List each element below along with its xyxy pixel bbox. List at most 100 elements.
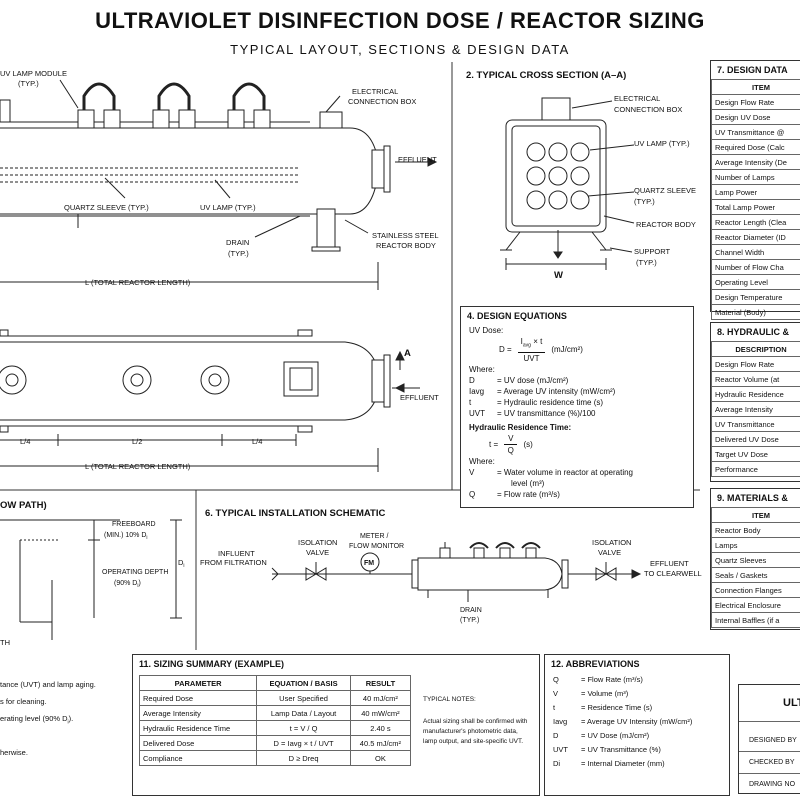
sizing-cell: Lamp Data / Layout xyxy=(256,705,351,721)
dd-cell: UV Transmittance @ xyxy=(711,124,800,140)
mt-row: Quartz Sleeves xyxy=(711,552,800,568)
plan-l4-left: L/4 xyxy=(20,437,30,446)
lamp-module-label: UV LAMP MODULE xyxy=(0,69,67,78)
iso-valve-2a: ISOLATION xyxy=(592,538,631,547)
mt-row: Connection Flanges xyxy=(711,582,800,598)
mt-cell: Electrical Enclosure xyxy=(711,597,800,613)
definition-row: UVT= UV transmittance (%)/100 xyxy=(469,408,685,419)
dd-cell: Required Dose (Calc xyxy=(711,139,800,155)
fm-icon: FM xyxy=(364,560,374,567)
sizing-cell: D = Iavg × t / UVT xyxy=(256,735,351,751)
sizing-cell: OK xyxy=(349,750,412,766)
definition-text: = UV Transmittance (%) xyxy=(581,745,661,754)
where2-label: Where: xyxy=(469,456,495,466)
cs-quartz-1: QUARTZ SLEEVE xyxy=(634,186,696,195)
abbreviations-box: 12. ABBREVIATIONS Q= Flow Rate (m³/s)V= … xyxy=(544,654,730,796)
cs-electrical-1: ELECTRICAL xyxy=(614,94,660,103)
dd-row: UV Transmittance @ xyxy=(711,124,800,140)
mt-row: Reactor Body xyxy=(711,522,800,538)
sizing-cell: D ≥ Dreq xyxy=(256,750,351,766)
definition-text: = Internal Diameter (mm) xyxy=(581,759,665,768)
sizing-cell: 2.40 s xyxy=(349,720,412,736)
sizing-cell: User Specified xyxy=(256,690,351,706)
hy-cell: Delivered UV Dose xyxy=(711,431,800,447)
checked-by: CHECKED BY xyxy=(749,759,795,766)
dose-equation: D = Iavg × t UVT (mJ/cm²) xyxy=(499,337,583,363)
sizing-note-1: Actual sizing shall be confirmed with xyxy=(423,718,528,725)
dd-cell: Number of Lamps xyxy=(711,169,800,185)
plan-l4-right: L/4 xyxy=(252,437,262,446)
effluent-out-2: TO CLEARWELL xyxy=(644,569,702,578)
cs-reactor-body: REACTOR BODY xyxy=(636,220,696,229)
hrt-heading: Hydraulic Residence Time: xyxy=(469,422,572,432)
definition-row: Iavg= Average UV intensity (mW/cm²) xyxy=(469,386,685,397)
electrical-box-label-2: CONNECTION BOX xyxy=(348,97,416,106)
where-label: Where: xyxy=(469,364,495,374)
note-2: s for cleaning. xyxy=(0,697,47,706)
freeboard-1: FREEBOARD xyxy=(112,521,156,528)
operating-2: (90% Di) xyxy=(114,580,141,589)
hy-cell: UV Transmittance xyxy=(711,416,800,432)
definition-row: D= UV dose (mJ/cm²) xyxy=(469,375,685,386)
definition-symbol: t xyxy=(469,397,472,407)
hrt-equation: t = V Q (s) xyxy=(489,433,533,455)
sizing-cell: Hydraulic Residence Time xyxy=(138,720,258,736)
mt-cell: Seals / Gaskets xyxy=(711,567,800,583)
section-mark: A xyxy=(404,348,411,359)
design-equations-box: 4. DESIGN EQUATIONS UV Dose: D = Iavg × … xyxy=(460,306,694,508)
hydraulic-box: 8. HYDRAULIC & DESCRIPTION Design Flow R… xyxy=(710,322,800,482)
flow-path-heading: OW PATH) xyxy=(0,500,47,511)
definition-text: level (m³) xyxy=(511,478,545,488)
definition-symbol: t xyxy=(553,703,556,712)
definition-text: = Hydraulic residence time (s) xyxy=(497,397,604,407)
operating-1: OPERATING DEPTH xyxy=(102,569,168,576)
definition-symbol: V xyxy=(469,467,475,477)
hy-row: Hydraulic Residence xyxy=(711,386,800,402)
reactor-body-label: REACTOR BODY xyxy=(376,241,436,250)
iso-valve-2b: VALVE xyxy=(598,548,621,557)
mt-row: Lamps xyxy=(711,537,800,553)
meter-2: FLOW MONITOR xyxy=(349,543,404,550)
di-label: Di xyxy=(178,558,185,569)
dd-cell: Total Lamp Power xyxy=(711,199,800,215)
page-title: ULTRAVIOLET DISINFECTION DOSE / REACTOR … xyxy=(95,8,705,33)
electrical-box-label: ELECTRICAL xyxy=(352,87,398,96)
abbreviations-list: Q= Flow Rate (m³/s)V= Volume (m³)t= Resi… xyxy=(545,673,729,771)
hy-cell: Average Intensity xyxy=(711,401,800,417)
hy-cell: Hydraulic Residence xyxy=(711,386,800,402)
definition-text: = Flow Rate (m³/s) xyxy=(581,675,643,684)
hy-row: Delivered UV Dose xyxy=(711,431,800,447)
definition-row: Iavg= Average UV Intensity (mW/cm²) xyxy=(553,715,721,729)
uv-dose-label: UV Dose: xyxy=(469,326,504,335)
materials-col: ITEM xyxy=(711,507,800,523)
definition-symbol: Q xyxy=(469,489,476,499)
freeboard-2: (MIN.) 10% Di xyxy=(104,532,148,541)
dd-cell: Average Intensity (De xyxy=(711,154,800,170)
definition-row: level (m³) xyxy=(469,478,685,489)
hy-row: UV Transmittance xyxy=(711,416,800,432)
flow-path-th: TH xyxy=(0,638,10,647)
sizing-cell: 40 mW/cm² xyxy=(349,705,412,721)
cross-section-view xyxy=(500,97,635,270)
dd-cell: Number of Flow Cha xyxy=(711,259,800,275)
elevation-view xyxy=(0,79,438,290)
drain-label: DRAIN xyxy=(226,238,249,247)
sizing-col-header: EQUATION / BASIS xyxy=(256,675,351,691)
definition-symbol: D xyxy=(469,375,475,385)
effluent-label: EFFLUENT xyxy=(398,155,437,164)
design-data-col: ITEM xyxy=(711,79,800,95)
left-notes: tance (UVT) and lamp aging. s for cleani… xyxy=(0,676,130,761)
hydraulic-heading: 8. HYDRAULIC & xyxy=(717,327,790,337)
cs-electrical-2: CONNECTION BOX xyxy=(614,105,682,114)
sizing-col-header: PARAMETER xyxy=(138,675,258,691)
definition-symbol: Iavg xyxy=(553,717,568,726)
effluent-out-1: EFFLUENT xyxy=(650,559,689,568)
sizing-cell: Delivered Dose xyxy=(138,735,258,751)
